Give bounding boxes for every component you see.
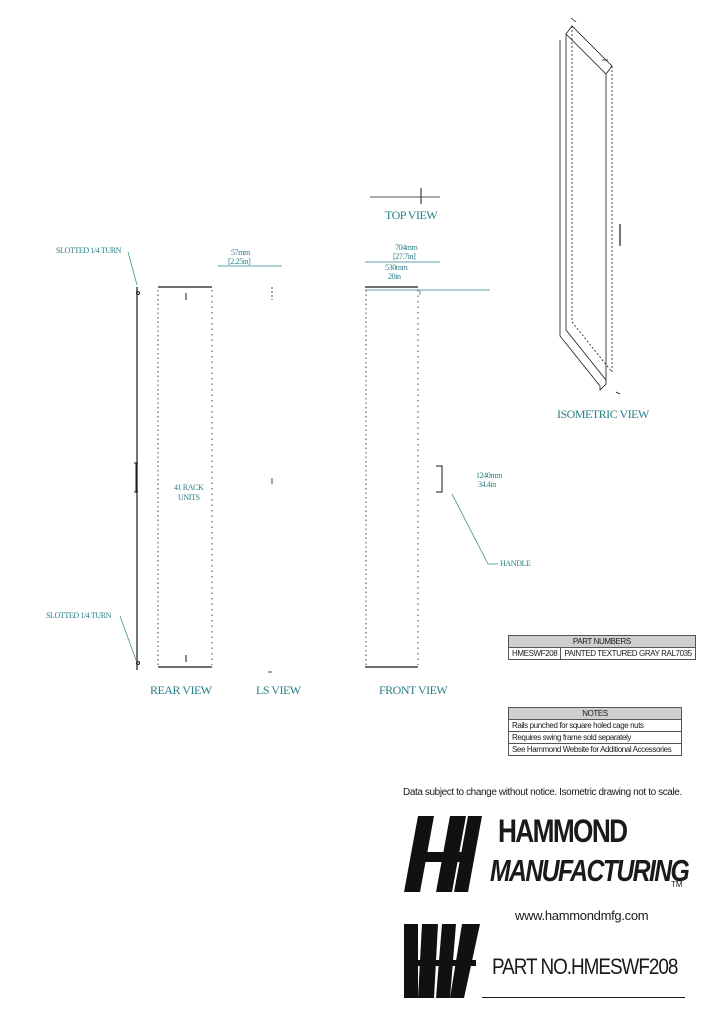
isometric-view-drawing (559, 17, 621, 395)
brand-name-line2: MANUFACTURING (490, 853, 690, 888)
part-number-title: PART NO.HMESWF208 (492, 954, 678, 979)
hammond-logo (404, 816, 482, 892)
top-view-drawing (370, 188, 440, 204)
handle-callout: HANDLE (500, 559, 531, 568)
part-numbers-header: PART NUMBERS (508, 635, 696, 648)
rear-view-drawing (134, 286, 213, 670)
top-dimension-in: [27.7in] (393, 252, 416, 261)
top-dimension-mm: 704mm (395, 243, 418, 252)
part-numbers-table: PART NUMBERS HMESWF208 PAINTED TEXTURED … (507, 635, 696, 660)
rack-units-label-2: UNITS (178, 493, 200, 502)
table-row: Requires swing frame sold separately (508, 731, 682, 744)
front-view-drawing (365, 286, 443, 668)
hammond-w-logo (404, 924, 480, 998)
notes-header: NOTES (508, 707, 682, 720)
slotted-turn-callout-bottom: SLOTTED 1/4 TURN (46, 611, 112, 620)
ls-dimension-in: [2.25in] (228, 257, 251, 266)
front-dimension-mm: 530mm (385, 263, 408, 272)
part-number-underline (482, 997, 685, 998)
rack-units-label: 41 RACK (174, 483, 204, 492)
part-description-cell: PAINTED TEXTURED GRAY RAL7035 (560, 647, 696, 660)
rear-view-label: REAR VIEW (150, 683, 212, 697)
handle-dimension-mm: 1240mm (476, 471, 503, 480)
handle-dimension-in: 34.4in (478, 480, 496, 489)
website-link[interactable]: www.hammondmfg.com (515, 908, 649, 923)
note-item: Requires swing frame sold separately (508, 731, 682, 744)
front-dimension-in: 20in (388, 272, 401, 281)
table-row: Rails punched for square holed cage nuts (508, 719, 682, 732)
table-row: HMESWF208 PAINTED TEXTURED GRAY RAL7035 (507, 647, 696, 660)
disclaimer-text: Data subject to change without notice. I… (403, 787, 682, 798)
table-row: See Hammond Website for Additional Acces… (508, 743, 682, 756)
notes-table: NOTES Rails punched for square holed cag… (508, 707, 682, 756)
part-number-cell: HMESWF208 (507, 647, 562, 660)
top-view-label: TOP VIEW (385, 208, 438, 222)
note-item: See Hammond Website for Additional Acces… (508, 743, 682, 756)
isometric-view-label: ISOMETRIC VIEW (557, 407, 649, 421)
dimension-lines (119, 251, 498, 661)
front-view-label: FRONT VIEW (379, 683, 448, 697)
note-item: Rails punched for square holed cage nuts (508, 719, 682, 732)
trademark-symbol: TM (671, 880, 683, 889)
ls-dimension-mm: 57mm (231, 248, 250, 257)
ls-view-label: LS VIEW (256, 683, 301, 697)
brand-name-line1: HAMMOND (498, 813, 628, 849)
ls-view-drawing (268, 287, 273, 673)
slotted-turn-callout-top: SLOTTED 1/4 TURN (56, 246, 122, 255)
